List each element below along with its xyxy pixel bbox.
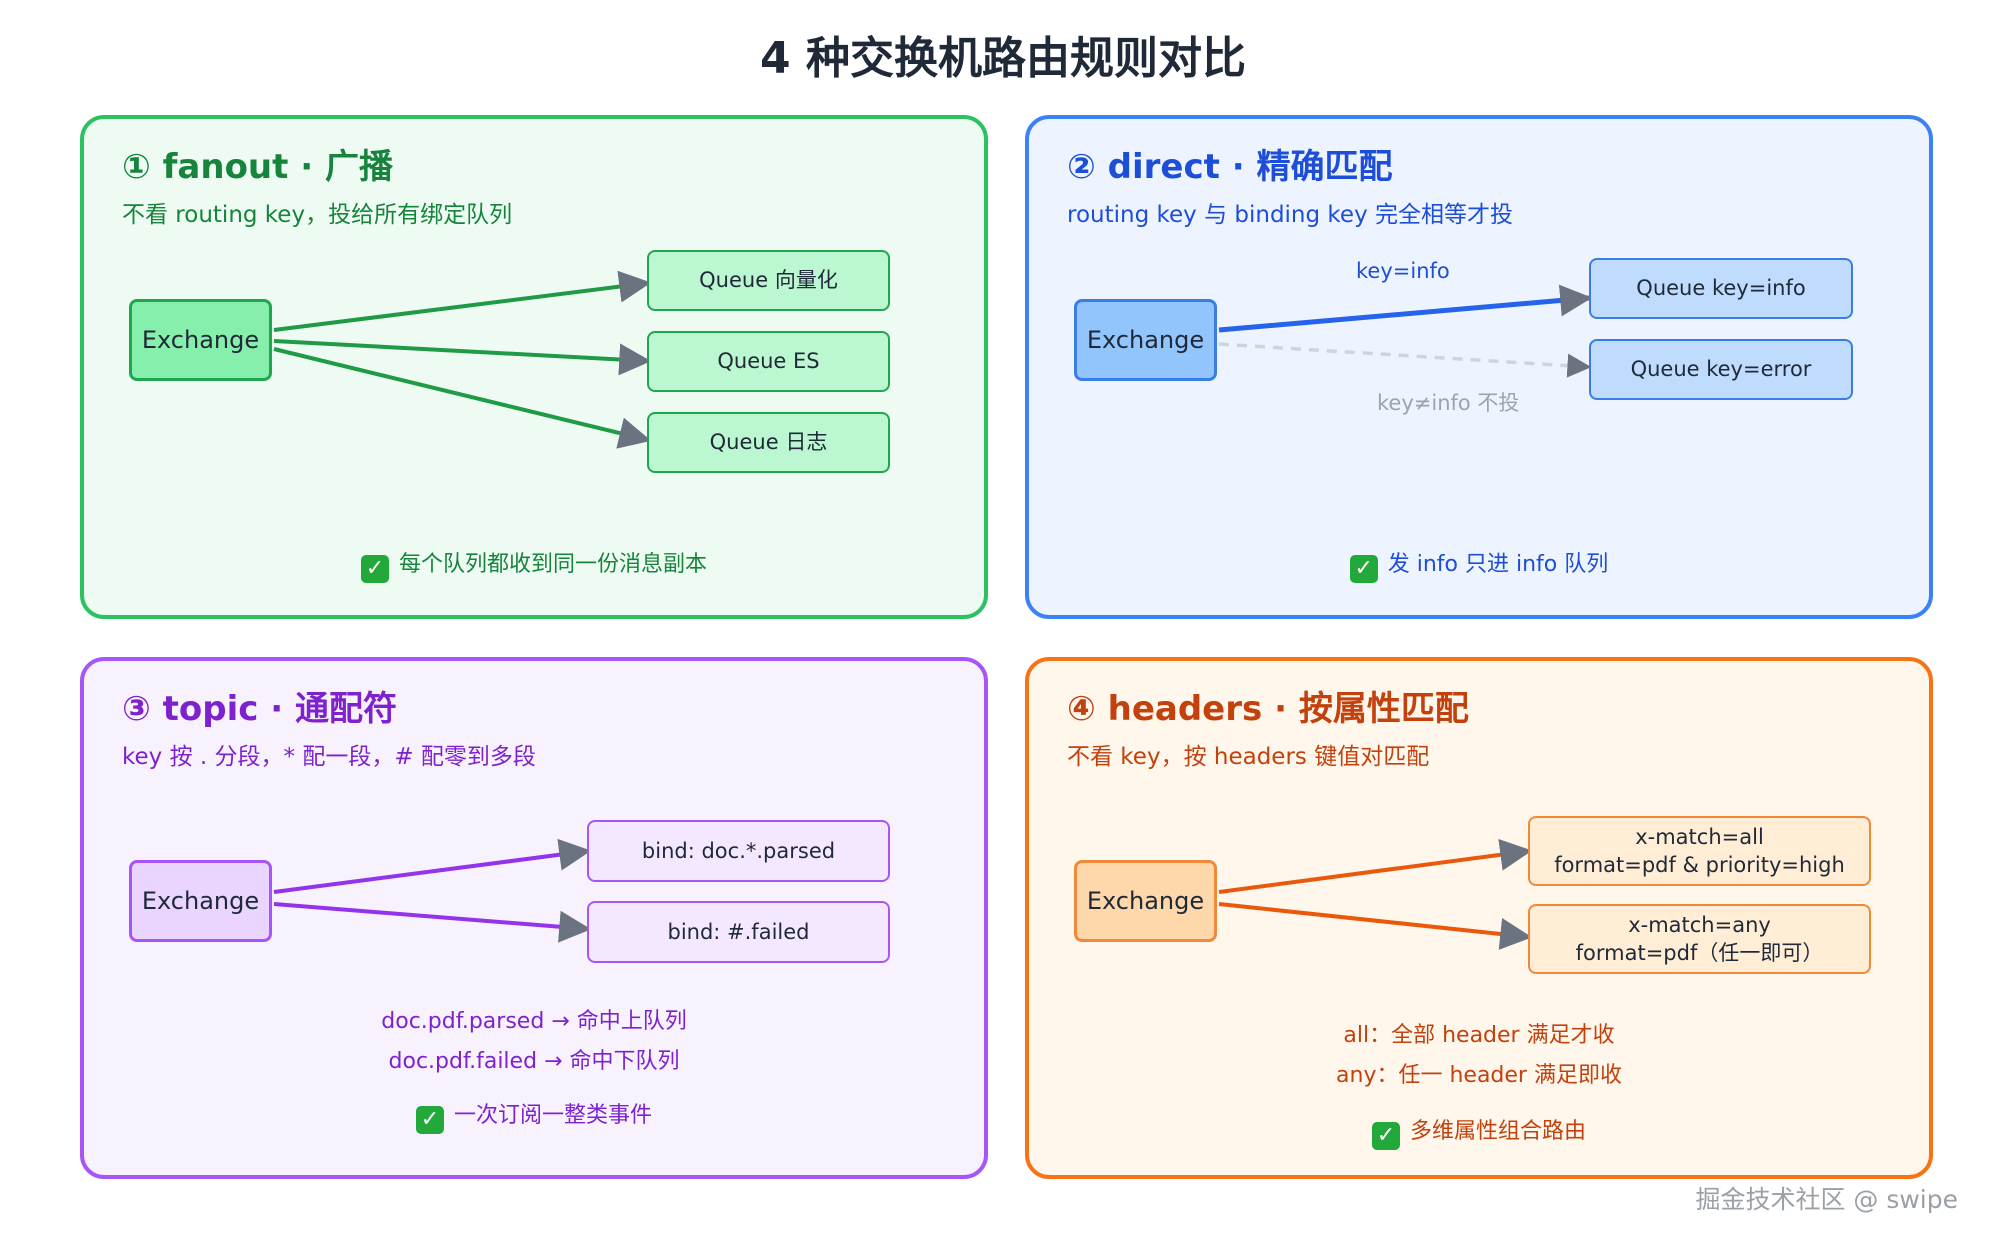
panel-subtitle: 不看 key，按 headers 键值对匹配 xyxy=(1067,744,1430,770)
queue-line-2: format=pdf & priority=high xyxy=(1554,853,1845,877)
edge-to-queue-2 xyxy=(1218,902,1533,950)
check-icon: ✓ xyxy=(360,555,389,583)
conclusion-text: 每个队列都收到同一份消息副本 xyxy=(398,552,707,577)
panel-title: ① fanout · 广播 xyxy=(122,147,393,187)
panel-subtitle: routing key 与 binding key 完全相等才投 xyxy=(1067,202,1513,228)
check-icon: ✓ xyxy=(415,1106,444,1134)
queue-box: bind: doc.*.parsed xyxy=(587,820,890,882)
queue-line-2: format=pdf（任一即可） xyxy=(1575,941,1824,965)
queue-box-all: x-match=all format=pdf & priority=high xyxy=(1528,816,1871,886)
conclusion: ✓ 多维属性组合路由 xyxy=(1029,1113,1929,1150)
edge-to-queue-2 xyxy=(273,902,592,943)
queue-line-1: x-match=any xyxy=(1628,912,1771,937)
edge-to-queue-1 xyxy=(273,838,592,894)
topic-edges xyxy=(273,838,592,943)
page-title: 4 种交换机路由规则对比 xyxy=(760,33,1246,84)
edge-no-match xyxy=(1218,342,1592,378)
conclusion-text: 一次订阅一整类事件 xyxy=(453,1103,652,1128)
edge-label-no-match: key≠info 不投 xyxy=(1377,391,1520,415)
edge-to-queue-1 xyxy=(1218,838,1533,894)
queue-box: Queue ES xyxy=(647,331,890,392)
panel-subtitle: key 按 . 分段，* 配一段，# 配零到多段 xyxy=(122,744,536,770)
panel-subtitle: 不看 routing key，投给所有绑定队列 xyxy=(122,202,513,228)
queue-box-any: x-match=any format=pdf（任一即可） xyxy=(1528,904,1871,974)
queue-box: Queue 日志 xyxy=(647,412,890,473)
conclusion: ✓ 发 info 只进 info 队列 xyxy=(1029,546,1929,583)
match-note-2: doc.pdf.failed → 命中下队列 xyxy=(388,1049,680,1074)
fanout-edges xyxy=(273,270,652,449)
conclusion-text: 发 info 只进 info 队列 xyxy=(1387,552,1609,577)
check-icon: ✓ xyxy=(1371,1122,1400,1150)
match-note-1: all：全部 header 满足才收 xyxy=(1343,1023,1615,1048)
edge-to-queue-2 xyxy=(273,339,652,376)
panel-title: ② direct · 精确匹配 xyxy=(1067,147,1393,187)
queue-box: Queue 向量化 xyxy=(647,250,890,311)
exchange-box: Exchange xyxy=(1074,860,1217,942)
queue-line-1: x-match=all xyxy=(1635,824,1764,849)
edge-to-queue-3 xyxy=(273,347,652,449)
conclusion-text: 多维属性组合路由 xyxy=(1409,1119,1586,1144)
watermark: 掘金技术社区 @ swipe xyxy=(1695,1185,1958,1214)
queue-box: Queue key=error xyxy=(1589,339,1853,400)
direct-edges xyxy=(1218,284,1593,378)
headers-edges xyxy=(1218,838,1533,950)
panel-topic: ③ topic · 通配符 key 按 . 分段，* 配一段，# 配零到多段 E… xyxy=(80,657,988,1179)
edge-label-match: key=info xyxy=(1356,259,1450,283)
exchange-box: Exchange xyxy=(129,860,272,942)
panel-headers: ④ headers · 按属性匹配 不看 key，按 headers 键值对匹配… xyxy=(1025,657,1933,1179)
conclusion: ✓ 一次订阅一整类事件 xyxy=(84,1097,984,1134)
match-note-2: any：任一 header 满足即收 xyxy=(1336,1063,1622,1088)
panel-title: ③ topic · 通配符 xyxy=(122,689,397,729)
match-note-1: doc.pdf.parsed → 命中上队列 xyxy=(381,1009,687,1034)
panel-direct: ② direct · 精确匹配 routing key 与 binding ke… xyxy=(1025,115,1933,619)
edge-match xyxy=(1218,284,1593,333)
queue-box: bind: #.failed xyxy=(587,901,890,963)
panel-fanout: ① fanout · 广播 不看 routing key，投给所有绑定队列 Ex… xyxy=(80,115,988,619)
panel-title: ④ headers · 按属性匹配 xyxy=(1067,689,1469,729)
exchange-box: Exchange xyxy=(129,299,272,381)
exchange-box: Exchange xyxy=(1074,299,1217,381)
check-icon: ✓ xyxy=(1349,555,1378,583)
queue-box: Queue key=info xyxy=(1589,258,1853,319)
edge-to-queue-1 xyxy=(273,270,652,332)
conclusion: ✓ 每个队列都收到同一份消息副本 xyxy=(84,546,984,583)
